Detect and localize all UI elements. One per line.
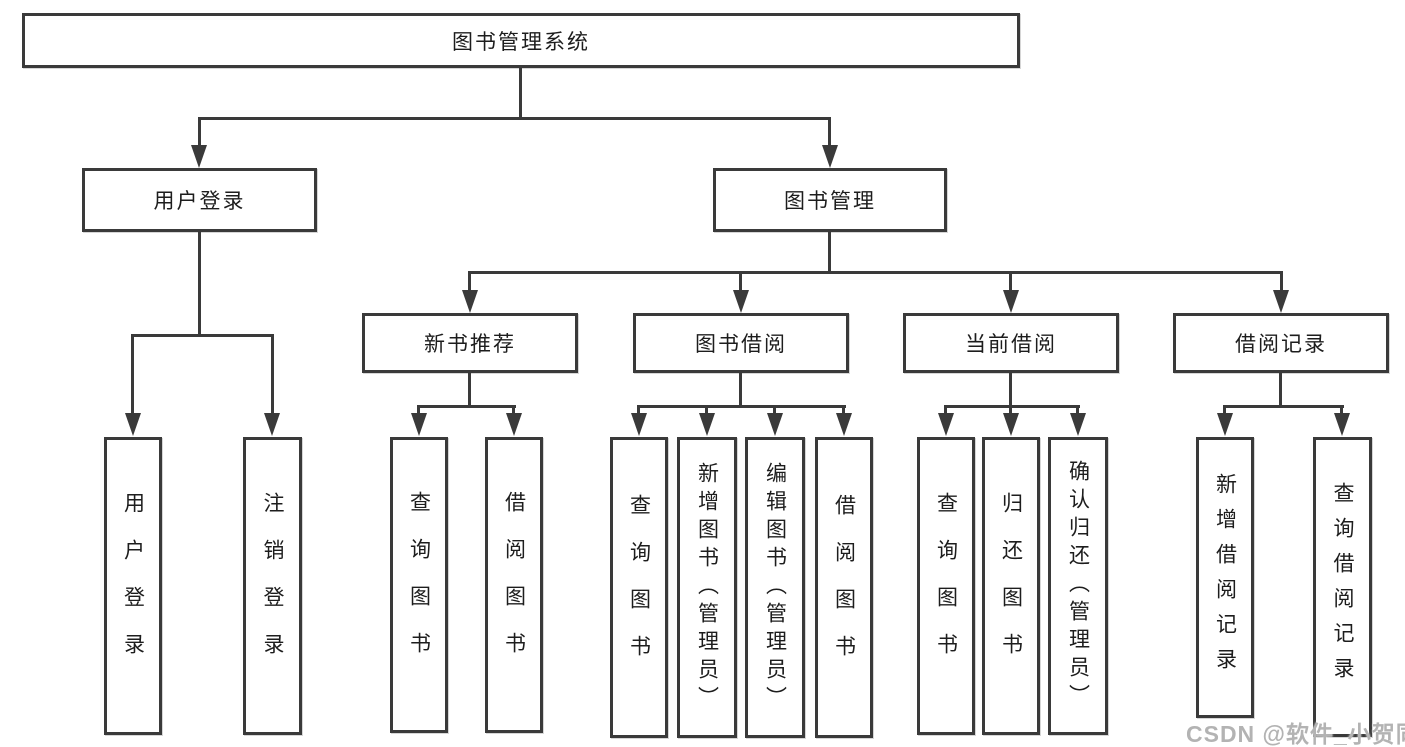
node-label: 用户登录 bbox=[153, 190, 246, 213]
arrow-down-icon bbox=[462, 290, 478, 313]
arrow-down-icon bbox=[822, 145, 838, 168]
connector-line bbox=[131, 334, 274, 337]
node-label: 查询借阅记录 bbox=[1331, 482, 1354, 692]
node-library-system: 图书管理系统 bbox=[22, 13, 1020, 68]
connector-line bbox=[705, 405, 708, 417]
connector-line bbox=[944, 405, 1080, 408]
leaf-query-books-current: 查询图书 bbox=[917, 437, 975, 735]
node-label: 借阅图书 bbox=[832, 493, 856, 682]
connector-line bbox=[739, 271, 742, 293]
leaf-query-books-recommend: 查询图书 bbox=[390, 437, 448, 733]
connector-line bbox=[468, 271, 1283, 274]
arrow-down-icon bbox=[264, 413, 280, 436]
connector-line bbox=[1009, 373, 1012, 408]
connector-line bbox=[131, 334, 134, 418]
arrow-down-icon bbox=[1070, 413, 1086, 436]
connector-line bbox=[1076, 405, 1079, 417]
connector-line bbox=[417, 405, 420, 417]
connector-line bbox=[198, 117, 201, 149]
node-label: 新增图书（管理员） bbox=[695, 461, 719, 714]
connector-line bbox=[512, 405, 515, 417]
connector-line bbox=[468, 373, 471, 408]
leaf-query-borrow-record: 查询借阅记录 bbox=[1313, 437, 1372, 737]
arrow-down-icon bbox=[938, 413, 954, 436]
node-book-management: 图书管理 bbox=[713, 168, 947, 232]
node-label: 借阅图书 bbox=[502, 491, 526, 679]
connector-line bbox=[1009, 271, 1012, 293]
node-label: 归还图书 bbox=[999, 492, 1023, 680]
node-label: 新增借阅记录 bbox=[1213, 472, 1237, 683]
arrow-down-icon bbox=[1273, 290, 1289, 313]
leaf-add-borrow-record: 新增借阅记录 bbox=[1196, 437, 1254, 718]
leaf-borrow-books-recommend: 借阅图书 bbox=[485, 437, 543, 733]
node-label: 确认归还（管理员） bbox=[1066, 460, 1090, 712]
arrow-down-icon bbox=[411, 413, 427, 436]
arrow-down-icon bbox=[836, 413, 852, 436]
connector-line bbox=[1279, 373, 1282, 408]
node-label: 图书管理系统 bbox=[452, 30, 590, 54]
connector-line bbox=[198, 232, 201, 337]
leaf-user-login: 用户登录 bbox=[104, 437, 162, 735]
connector-line bbox=[828, 232, 831, 274]
arrow-down-icon bbox=[506, 413, 522, 436]
node-label: 用户登录 bbox=[121, 492, 145, 680]
leaf-return-book: 归还图书 bbox=[982, 437, 1040, 735]
node-label: 查询图书 bbox=[627, 493, 651, 682]
connector-line bbox=[519, 68, 522, 119]
leaf-logout: 注销登录 bbox=[243, 437, 302, 735]
node-book-borrow: 图书借阅 bbox=[633, 313, 849, 373]
connector-line bbox=[637, 405, 846, 408]
connector-line bbox=[739, 373, 742, 408]
leaf-borrow-books-borrow: 借阅图书 bbox=[815, 437, 873, 738]
arrow-down-icon bbox=[191, 145, 207, 168]
connector-line bbox=[828, 117, 831, 149]
connector-line bbox=[198, 117, 831, 120]
node-label: 当前借阅 bbox=[965, 333, 1057, 356]
arrow-down-icon bbox=[125, 413, 141, 436]
arrow-down-icon bbox=[1003, 290, 1019, 313]
node-user-login: 用户登录 bbox=[82, 168, 317, 232]
connector-line bbox=[842, 405, 845, 417]
arrow-down-icon bbox=[631, 413, 647, 436]
leaf-add-book-admin: 新增图书（管理员） bbox=[677, 437, 737, 738]
node-label: 编辑图书（管理员） bbox=[763, 461, 787, 714]
arrow-down-icon bbox=[1003, 413, 1019, 436]
node-borrow-records: 借阅记录 bbox=[1173, 313, 1389, 373]
connector-line bbox=[1340, 405, 1343, 417]
connector-line bbox=[468, 271, 471, 293]
node-label: 注销登录 bbox=[261, 492, 284, 680]
node-label: 查询图书 bbox=[407, 491, 431, 679]
connector-line bbox=[1009, 405, 1012, 417]
leaf-confirm-return-admin: 确认归还（管理员） bbox=[1048, 437, 1108, 735]
connector-line bbox=[637, 405, 640, 417]
leaf-edit-book-admin: 编辑图书（管理员） bbox=[745, 437, 805, 738]
arrow-down-icon bbox=[1334, 413, 1350, 436]
connector-line bbox=[944, 405, 947, 417]
connector-line bbox=[271, 334, 274, 418]
connector-line bbox=[1223, 405, 1344, 408]
connector-line bbox=[417, 405, 516, 408]
node-label: 借阅记录 bbox=[1235, 333, 1327, 356]
node-label: 图书管理 bbox=[784, 190, 876, 213]
connector-line bbox=[1223, 405, 1226, 417]
node-label: 图书借阅 bbox=[695, 333, 787, 356]
connector-line bbox=[1280, 271, 1283, 293]
leaf-query-books-borrow: 查询图书 bbox=[610, 437, 668, 738]
node-label: 新书推荐 bbox=[424, 333, 516, 356]
arrow-down-icon bbox=[767, 413, 783, 436]
arrow-down-icon bbox=[699, 413, 715, 436]
node-new-book-recommend: 新书推荐 bbox=[362, 313, 578, 373]
arrow-down-icon bbox=[1217, 413, 1233, 436]
node-label: 查询图书 bbox=[934, 492, 958, 680]
connector-line bbox=[773, 405, 776, 417]
arrow-down-icon bbox=[733, 290, 749, 313]
node-current-borrow: 当前借阅 bbox=[903, 313, 1119, 373]
csdn-watermark: CSDN @软件_小贺同学 bbox=[1186, 721, 1405, 747]
